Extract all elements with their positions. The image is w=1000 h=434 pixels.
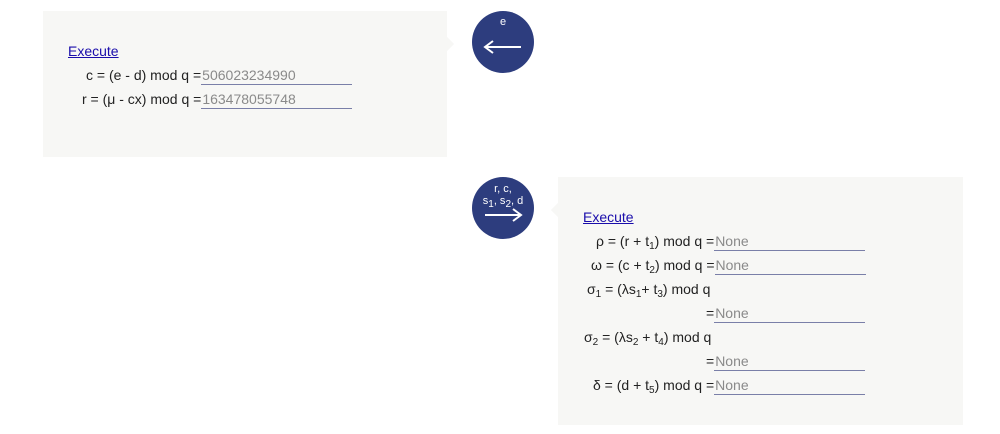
verifier-panel: Execute ρ = (r + t1) mod q = None ω = (c… (550, 177, 963, 425)
message-e-circle: e (472, 11, 534, 73)
omega-value-field[interactable]: None (714, 256, 866, 275)
delta-label: δ = (d + t5) mod q = (593, 377, 715, 396)
sigma1-equals: = (706, 305, 715, 321)
panel-pointer (439, 36, 455, 52)
omega-label: ω = (c + t2) mod q = (591, 257, 715, 276)
r-row: r = (μ - cx) mod q = 163478055748 (82, 89, 353, 109)
message-e-label: e (499, 16, 507, 28)
r-label: r = (μ - cx) mod q = (82, 91, 202, 107)
sigma1-label-row: σ1 = (λs1+ t3) mod q (587, 279, 711, 300)
delta-value-field[interactable]: None (714, 376, 866, 395)
omega-row: ω = (c + t2) mod q = None (591, 255, 866, 276)
rho-label: ρ = (r + t1) mod q = (596, 233, 715, 252)
sigma2-value-field[interactable]: None (714, 352, 866, 371)
panel-pointer (550, 202, 566, 218)
c-value-field[interactable]: 506023234990 (201, 66, 353, 85)
prover-panel: Execute c = (e - d) mod q = 506023234990… (43, 11, 455, 157)
c-row: c = (e - d) mod q = 506023234990 (86, 65, 353, 85)
message-response-circle: r, c, s1, s2, d (472, 177, 534, 239)
sigma2-label-row: σ2 = (λs2 + t4) mod q (584, 327, 712, 348)
sigma2-label: σ2 = (λs2 + t4) mod q (584, 329, 712, 348)
execute-button[interactable]: Execute (583, 209, 634, 225)
rho-row: ρ = (r + t1) mod q = None (596, 231, 866, 252)
delta-row: δ = (d + t5) mod q = None (593, 375, 866, 396)
sigma1-value-row: = None (706, 303, 866, 323)
left-arrow-icon (483, 40, 521, 54)
message-line2: s1, s2, d (482, 195, 524, 210)
right-arrow-icon (485, 208, 523, 222)
sigma1-label: σ1 = (λs1+ t3) mod q (587, 281, 711, 300)
sigma2-value-row: = None (706, 351, 866, 371)
execute-button[interactable]: Execute (68, 43, 119, 59)
sigma2-equals: = (706, 353, 715, 369)
sigma1-value-field[interactable]: None (714, 304, 866, 323)
rho-value-field[interactable]: None (714, 232, 866, 251)
r-value-field[interactable]: 163478055748 (201, 90, 353, 109)
c-label: c = (e - d) mod q = (86, 67, 202, 83)
message-line1: r, c, (494, 183, 512, 195)
